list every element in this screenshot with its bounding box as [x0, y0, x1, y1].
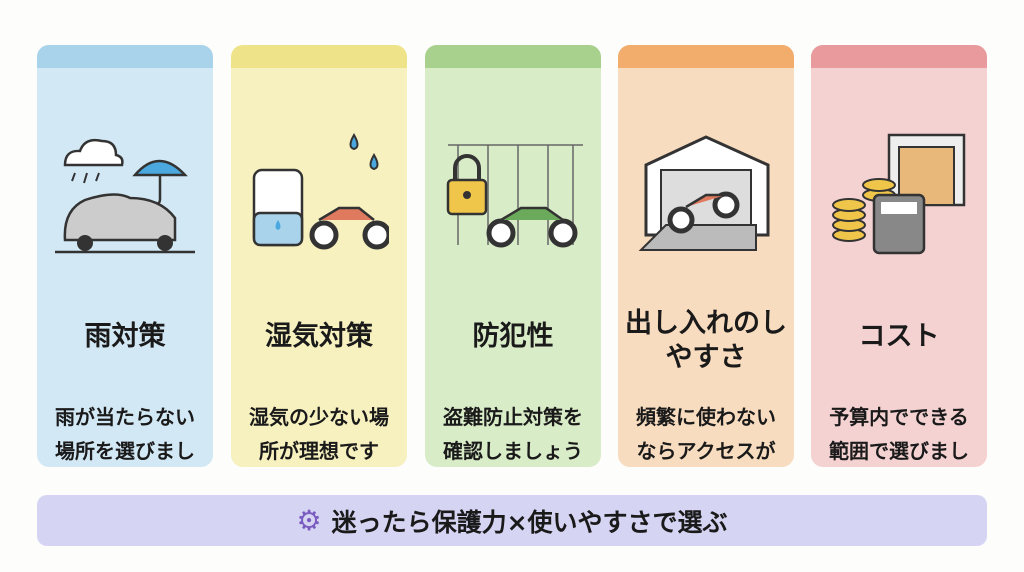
- card-security: 防犯性 盗難防止対策を確認しましょう: [425, 45, 601, 467]
- card-description: 雨が当たらない場所を選びましょう: [55, 405, 195, 463]
- card-description: 頻繁に使わないならアクセスが楽な場所: [636, 405, 776, 463]
- card-cost: コスト 予算内でできる範囲で選びましょう: [811, 45, 987, 467]
- card-title: 防犯性: [472, 321, 554, 352]
- card-description: 盗難防止対策を確認しましょう: [443, 405, 583, 463]
- card-accessibility: 出し入れのしやすさ 頻繁に使わないならアクセスが楽な場所: [618, 45, 794, 467]
- card-band: [425, 45, 601, 68]
- card-title: 湿気対策: [265, 321, 373, 352]
- rain-covered-motorcycle-icon: [55, 138, 195, 254]
- card-title: 雨対策: [84, 321, 166, 352]
- card-title: 出し入れのしやすさ: [625, 308, 787, 373]
- padlock-motorcycle-icon: [446, 144, 583, 248]
- card-band: [618, 45, 794, 68]
- gear-icon: ⚙: [296, 504, 322, 537]
- card-band: [37, 45, 213, 68]
- card-description: 予算内でできる範囲で選びましょう: [829, 405, 969, 463]
- card-title: コスト: [858, 321, 940, 352]
- banner-text: 迷ったら保護力×使いやすさで選ぶ: [331, 507, 728, 537]
- card-band: [811, 45, 987, 68]
- card-rain: 雨対策 雨が当たらない場所を選びましょう: [37, 45, 213, 467]
- summary-banner: ⚙ 迷ったら保護力×使いやすさで選ぶ: [37, 495, 987, 546]
- card-band: [231, 45, 407, 68]
- garage-ramp-motorcycle-icon: [638, 135, 770, 251]
- dehumidifier-motorcycle-icon: [252, 133, 389, 250]
- coins-calculator-icon: [832, 133, 966, 255]
- card-description: 湿気の少ない場所が理想です: [249, 405, 389, 463]
- card-humidity: 湿気対策 湿気の少ない場所が理想です: [231, 45, 407, 467]
